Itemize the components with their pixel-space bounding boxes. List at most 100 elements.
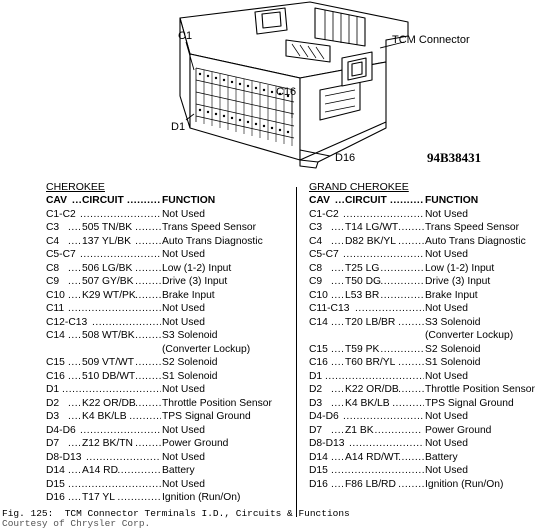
table-row: C8......T25 LG..............Low (1-2) In…: [309, 262, 495, 274]
table-row: D2......K22 OR/DB..............Throttle …: [46, 397, 272, 409]
cell-circuit: K29 WT/PK: [82, 289, 136, 301]
cell-function: Not Used: [425, 303, 468, 314]
cell-circuit: 510 DB/WT: [82, 370, 136, 382]
table-row: D2......K22 OR/DB..............Throttle …: [309, 384, 535, 395]
table-header-row: CAV ... CIRCUIT ........... FUNCTION: [46, 195, 216, 206]
cell-circuit: K4 BK/LB: [345, 397, 390, 409]
cell-function: S1 Solenoid: [162, 370, 218, 382]
cell-cav: C3: [46, 222, 60, 233]
table-row: C3......T14 LG/WT..............Trans Spe…: [309, 222, 520, 233]
cell-cav: D4-D6: [309, 411, 339, 422]
table-row: C3......505 TN/BK..............Trans Spe…: [46, 222, 257, 233]
cherokee-table: CHEROKEE CAV ... CIRCUIT ........... FUN…: [46, 180, 291, 505]
cell-cav: C4: [309, 235, 323, 247]
cell-function: Throttle Position Sensor: [425, 384, 535, 395]
caption-line-1: Fig. 125: TCM Connector Terminals I.D., …: [2, 508, 350, 519]
table-row: D4-D6..............................Not U…: [309, 411, 468, 422]
table-title: GRAND CHEROKEE: [309, 181, 409, 193]
cell-function: TPS Signal Ground: [162, 411, 251, 422]
cell-circuit: T17 YL: [82, 492, 116, 503]
header-circuit: CIRCUIT: [345, 195, 387, 206]
cell-cav: C1-C2: [309, 208, 339, 220]
table-row: C14......508 WT/BK..............S3 Solen…: [46, 330, 218, 341]
cell-function: Drive (3) Input: [425, 276, 491, 287]
table-row: C10......L53 BR..............Brake Input: [309, 289, 478, 301]
table-row: C9......507 GY/BK..............Drive (3)…: [46, 276, 228, 287]
cell-circuit: K4 BK/LB: [82, 411, 127, 422]
table-rows: C1-C2..............................Not U…: [309, 208, 545, 492]
table-row: C14......T20 LB/BR..............S3 Solen…: [309, 316, 481, 328]
cell-function: Ignition (Run/On): [425, 478, 504, 490]
table-row: C4......137 YL/BK..............Auto Tran…: [46, 235, 263, 247]
cell-cav: C16: [46, 370, 65, 382]
cell-function: S2 Solenoid: [162, 357, 218, 368]
cell-function: Not Used: [162, 316, 205, 328]
table-row: C15......T59 PK..............S2 Solenoid: [309, 343, 481, 355]
cell-cav: D3: [309, 397, 323, 409]
table-row: D8-D13..............................Not …: [309, 438, 468, 449]
table-row: C4......D82 BK/YL..............Auto Tran…: [309, 235, 526, 247]
cell-circuit: D82 BK/YL: [345, 235, 396, 247]
cell-function: (Converter Lockup): [162, 343, 251, 355]
cell-function: Battery: [162, 465, 195, 476]
cell-cav: C11-C13: [309, 303, 350, 314]
figure-id: 94B38431: [427, 150, 482, 165]
table-row: C1-C2..............................Not U…: [46, 208, 205, 220]
cell-function: Auto Trans Diagnostic: [162, 235, 263, 247]
cell-cav: D4-D6: [46, 424, 76, 436]
table-row: C16......510 DB/WT..............S1 Solen…: [46, 370, 218, 382]
cell-cav: C14: [309, 316, 328, 328]
cell-circuit: 509 VT/WT: [82, 357, 135, 368]
cell-cav: C14: [46, 330, 65, 341]
table-row: C1-C2..............................Not U…: [309, 208, 468, 220]
cell-circuit: A14 RD: [82, 465, 119, 476]
table-row: D1..............................Not Used: [309, 370, 468, 382]
cell-cav: C10: [309, 289, 328, 301]
table-row: C16......T60 BR/YL..............S1 Solen…: [309, 357, 481, 368]
cell-function: S3 Solenoid: [162, 330, 218, 341]
cell-cav: D2: [309, 384, 323, 395]
table-row: C15......509 VT/WT..............S2 Solen…: [46, 357, 218, 368]
cell-function: Brake Input: [162, 289, 215, 301]
table-row: C5-C7..............................Not U…: [46, 249, 205, 260]
cell-circuit: Z12 BK/TN: [82, 438, 133, 449]
label-c1: C1: [178, 30, 193, 42]
cell-function: Brake Input: [425, 289, 478, 301]
cell-circuit: 507 GY/BK: [82, 276, 134, 287]
label-c16: C16: [276, 86, 297, 98]
cell-cav: C12-C13: [46, 316, 88, 328]
cell-function: S2 Solenoid: [425, 343, 481, 355]
label-d16: D16: [335, 152, 356, 164]
table-row: C12-C13..............................Not…: [46, 316, 205, 328]
cell-function: (Converter Lockup): [425, 330, 514, 341]
table-row: D16......T17 YL..............Ignition (R…: [46, 492, 241, 503]
cell-function: Not Used: [162, 478, 205, 490]
cell-cav: C15: [46, 357, 65, 368]
header-cav: CAV: [309, 195, 330, 206]
column-divider: [296, 187, 297, 517]
cell-function: Not Used: [425, 411, 468, 422]
cell-cav: D1: [46, 384, 60, 395]
cell-cav: C3: [309, 222, 323, 233]
cell-cav: D16: [309, 478, 328, 490]
table-row: C11-C13..............................Not…: [309, 303, 468, 314]
cell-function: Not Used: [162, 249, 205, 260]
cell-function: Not Used: [162, 451, 205, 463]
table-row: D15..............................Not Use…: [46, 478, 205, 490]
cell-circuit: 508 WT/BK: [82, 330, 135, 341]
cell-circuit: T14 LG/WT: [345, 222, 399, 233]
cell-circuit: T20 LB/BR: [345, 316, 396, 328]
table-row: D16......F86 LB/RD..............Ignition…: [309, 478, 504, 490]
cell-function: Throttle Position Sensor: [162, 397, 272, 409]
cell-circuit: K22 OR/DB: [345, 384, 399, 395]
cell-circuit: 137 YL/BK: [82, 235, 132, 247]
grand-cherokee-table: GRAND CHEROKEE CAV ... CIRCUIT .........…: [309, 180, 545, 491]
table-row: D14......A14 RD..............Battery: [46, 465, 195, 476]
table-row: D1..............................Not Used: [46, 384, 205, 395]
cell-cav: C4: [46, 235, 60, 247]
cell-function: Not Used: [425, 208, 468, 220]
cell-circuit: 505 TN/BK: [82, 222, 133, 233]
cell-cav: D1: [309, 370, 323, 382]
cell-function: Drive (3) Input: [162, 276, 228, 287]
